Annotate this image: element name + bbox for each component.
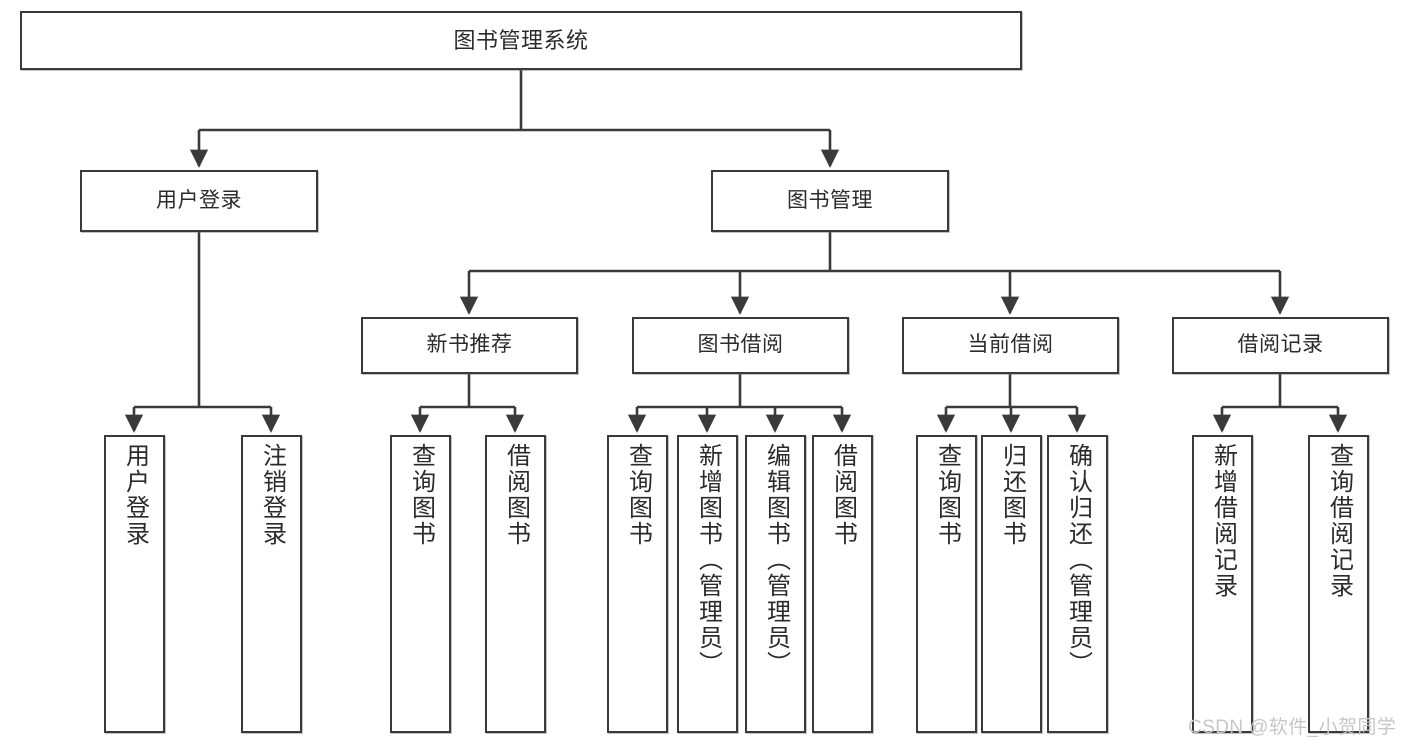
node-borrow-record[interactable]: 借阅记录 bbox=[1172, 317, 1389, 374]
node-label: 归还图书 bbox=[998, 443, 1026, 547]
node-current-borrow[interactable]: 当前借阅 bbox=[902, 317, 1119, 374]
node-label: 查询图书 bbox=[407, 443, 435, 547]
node-root-book-management-system[interactable]: 图书管理系统 bbox=[20, 11, 1022, 70]
node-label: 确认归还（管理员） bbox=[1064, 443, 1092, 677]
node-label: 新书推荐 bbox=[426, 333, 513, 357]
leaf-book-borrow-edit-book-admin[interactable]: 编辑图书（管理员） bbox=[745, 435, 806, 733]
node-label: 借阅图书 bbox=[502, 443, 530, 547]
leaf-new-book-query-book[interactable]: 查询图书 bbox=[390, 435, 451, 733]
node-label: 注销登录 bbox=[258, 443, 286, 547]
csdn-watermark: CSDN @软件_小贺同学 bbox=[1188, 717, 1397, 738]
leaf-user-login-logout[interactable]: 注销登录 bbox=[241, 435, 302, 733]
node-label: 新增借阅记录 bbox=[1209, 443, 1237, 599]
node-label: 编辑图书（管理员） bbox=[762, 443, 790, 677]
node-label: 新增图书（管理员） bbox=[694, 443, 722, 677]
leaf-new-book-borrow-book[interactable]: 借阅图书 bbox=[485, 435, 546, 733]
leaf-user-login-login[interactable]: 用户登录 bbox=[104, 435, 165, 733]
node-label: 借阅图书 bbox=[829, 443, 857, 547]
node-label: 用户登录 bbox=[156, 188, 242, 212]
node-user-login[interactable]: 用户登录 bbox=[80, 170, 318, 232]
node-label: 查询图书 bbox=[624, 443, 652, 547]
node-label: 查询图书 bbox=[933, 443, 961, 547]
node-label: 图书借阅 bbox=[697, 333, 784, 357]
node-label: 查询借阅记录 bbox=[1325, 443, 1353, 599]
node-label: 当前借阅 bbox=[967, 333, 1054, 357]
node-label: 图书管理系统 bbox=[453, 27, 589, 53]
node-label: 用户登录 bbox=[121, 443, 149, 547]
node-label: 借阅记录 bbox=[1237, 333, 1324, 357]
leaf-current-borrow-query-book[interactable]: 查询图书 bbox=[916, 435, 977, 733]
node-book-management[interactable]: 图书管理 bbox=[711, 170, 949, 232]
leaf-book-borrow-add-book-admin[interactable]: 新增图书（管理员） bbox=[677, 435, 738, 733]
leaf-book-borrow-borrow-book[interactable]: 借阅图书 bbox=[812, 435, 873, 733]
leaf-borrow-record-query-record[interactable]: 查询借阅记录 bbox=[1308, 435, 1369, 733]
node-new-book-recommend[interactable]: 新书推荐 bbox=[361, 317, 578, 374]
leaf-book-borrow-query-book[interactable]: 查询图书 bbox=[607, 435, 668, 733]
leaf-current-borrow-confirm-return-admin[interactable]: 确认归还（管理员） bbox=[1047, 435, 1108, 733]
node-book-borrow[interactable]: 图书借阅 bbox=[632, 317, 849, 374]
leaf-borrow-record-add-record[interactable]: 新增借阅记录 bbox=[1192, 435, 1253, 733]
node-label: 图书管理 bbox=[787, 188, 873, 212]
leaf-current-borrow-return-book[interactable]: 归还图书 bbox=[981, 435, 1042, 733]
